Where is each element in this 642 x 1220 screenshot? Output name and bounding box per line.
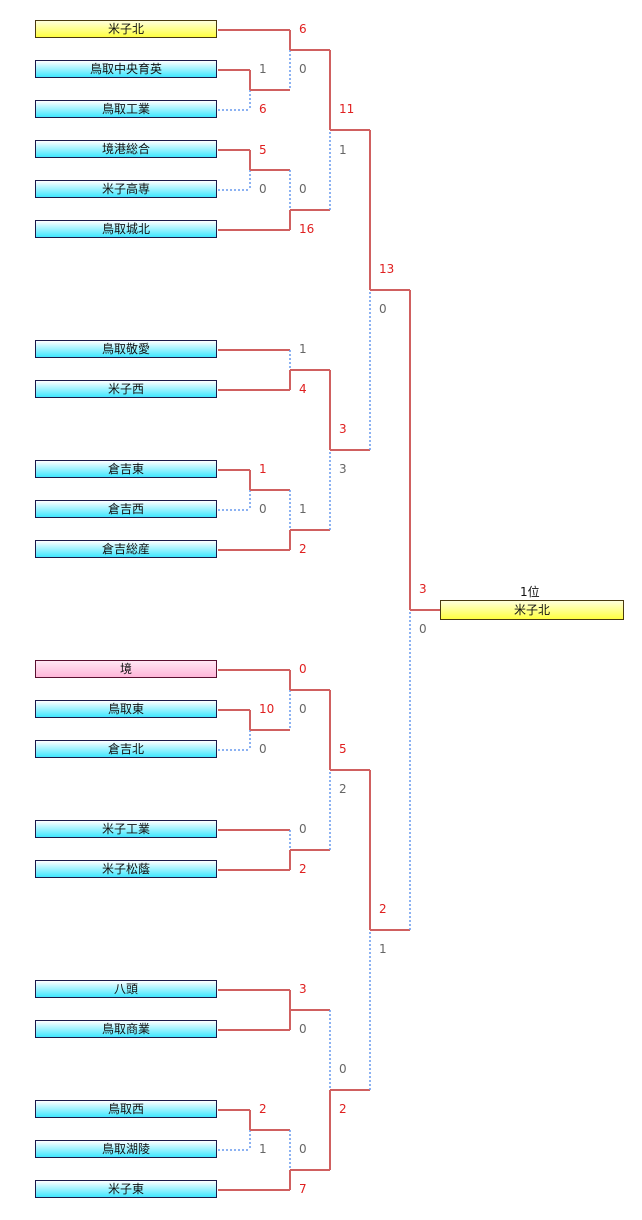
score-label: 0 [299, 1022, 307, 1036]
score-label: 11 [339, 102, 355, 116]
score-label: 3 [299, 982, 307, 996]
score-label: 3 [419, 582, 427, 596]
champion-box: 米子北 [440, 600, 624, 620]
score-label: 2 [339, 782, 347, 796]
score-label: 4 [299, 382, 307, 396]
score-label: 0 [299, 1142, 307, 1156]
score-label: 0 [259, 502, 267, 516]
team-box: 米子工業 [35, 820, 217, 838]
team-box: 鳥取東 [35, 700, 217, 718]
score-label: 2 [379, 902, 387, 916]
team-box: 境 [35, 660, 217, 678]
team-box: 倉吉東 [35, 460, 217, 478]
score-label: 0 [299, 182, 307, 196]
score-label: 2 [339, 1102, 347, 1116]
score-label: 5 [259, 143, 267, 157]
final-rank-label: 1位 [520, 585, 540, 599]
team-box: 八頭 [35, 980, 217, 998]
score-label: 0 [379, 302, 387, 316]
score-label: 1 [339, 143, 347, 157]
score-label: 0 [259, 182, 267, 196]
team-box: 鳥取中央育英 [35, 60, 217, 78]
team-box: 鳥取工業 [35, 100, 217, 118]
score-label: 1 [299, 342, 307, 356]
team-box: 鳥取商業 [35, 1020, 217, 1038]
score-label: 6 [259, 102, 267, 116]
score-label: 5 [339, 742, 347, 756]
score-label: 2 [259, 1102, 267, 1116]
score-label: 7 [299, 1182, 307, 1196]
score-label: 2 [299, 542, 307, 556]
team-box: 米子西 [35, 380, 217, 398]
team-box: 鳥取湖陵 [35, 1140, 217, 1158]
score-label: 1 [259, 462, 267, 476]
score-label: 13 [379, 262, 395, 276]
score-label: 2 [299, 862, 307, 876]
team-box: 米子東 [35, 1180, 217, 1198]
team-box: 鳥取城北 [35, 220, 217, 238]
score-label: 1 [299, 502, 307, 516]
score-label: 0 [259, 742, 267, 756]
team-box: 境港総合 [35, 140, 217, 158]
team-box: 鳥取西 [35, 1100, 217, 1118]
team-box: 倉吉北 [35, 740, 217, 758]
team-box: 倉吉西 [35, 500, 217, 518]
score-label: 0 [299, 662, 307, 676]
team-box: 米子北 [35, 20, 217, 38]
score-label: 3 [339, 422, 347, 436]
score-label: 0 [299, 702, 307, 716]
team-box: 米子高専 [35, 180, 217, 198]
score-label: 6 [299, 22, 307, 36]
team-box: 倉吉総産 [35, 540, 217, 558]
score-label: 1 [259, 62, 267, 76]
score-label: 3 [339, 462, 347, 476]
score-label: 0 [419, 622, 427, 636]
score-label: 0 [299, 822, 307, 836]
score-label: 16 [299, 222, 315, 236]
team-box: 鳥取敬愛 [35, 340, 217, 358]
score-label: 0 [299, 62, 307, 76]
score-label: 0 [339, 1062, 347, 1076]
score-label: 1 [379, 942, 387, 956]
score-label: 1 [259, 1142, 267, 1156]
team-box: 米子松蔭 [35, 860, 217, 878]
score-label: 10 [259, 702, 275, 716]
